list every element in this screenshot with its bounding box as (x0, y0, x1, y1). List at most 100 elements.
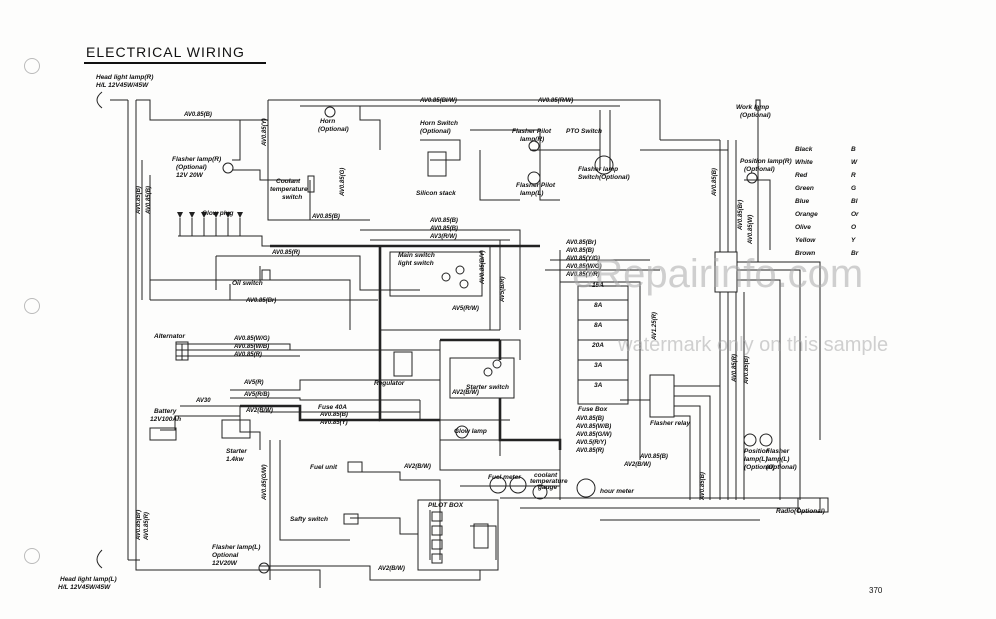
wire-label: AV0.85(G/W) (576, 432, 612, 438)
wire-line (350, 471, 441, 520)
work-lamp-label: Work lamp (736, 104, 770, 111)
hour-meter-label: hour meter (600, 488, 634, 495)
coolant-temperature-switch-label-2: temperature (270, 186, 308, 193)
wire-label: AV0.85(W/G) (234, 336, 270, 342)
wire-label: AV0.85(B) (744, 356, 750, 384)
wire-line (232, 120, 241, 161)
wire-label: AV0.85(R) (272, 250, 300, 256)
position-lamp-r-label: Position lamp(R) (740, 158, 792, 165)
wire-label: AV0.85(G/W) (262, 464, 268, 500)
wire-line (260, 565, 481, 581)
binder-hole (24, 548, 40, 564)
connector-block (714, 251, 738, 293)
flasher-lamp-switch-label: Flasher lamp (578, 166, 619, 173)
wire-line (470, 129, 560, 201)
wire-label: AV0.85(Y) (320, 420, 348, 426)
wire-line (178, 235, 380, 247)
starter-switch-box (449, 357, 515, 399)
fuse-rating: 15A (592, 282, 604, 289)
glow-lamp-label: Glow lamp (454, 428, 487, 435)
wire-line (350, 517, 418, 535)
wire-label: AV0.85(B) (712, 168, 718, 196)
wire-line (737, 261, 821, 500)
wire-line (150, 284, 231, 301)
wire-line (215, 256, 378, 301)
fuel-unit-symbol (347, 461, 363, 473)
coolant-gauge-label-2: temperature (530, 478, 568, 485)
wire-label: AV0.85(Br) (738, 199, 744, 230)
wire-line (719, 292, 745, 500)
pilot-box (417, 499, 499, 571)
flasher-lamp-r-spec: 12V 20W (176, 172, 203, 179)
pilot-lamp-symbol (431, 525, 443, 536)
wire-label: AV5(R/W) (452, 306, 479, 312)
flasher-pilot-lamp-r-label: Flasher Pilot (512, 128, 552, 135)
flasher-lamp-l-label: Flasher lamp(L) (212, 544, 261, 551)
wire-label: AV2(B/W) (452, 390, 479, 396)
flasher-relay-label: Flasher relay (650, 420, 691, 427)
wire-label: AV0.85(B) (430, 226, 458, 232)
legend-color-code: R (851, 172, 856, 179)
fuse-rating: 8A (594, 322, 603, 329)
flasher-pilot-lamp-l-label-2: lamp(L) (520, 190, 544, 197)
fuse-box-label: Fuse Box (578, 406, 608, 413)
wire-label: AV0.85(B) (312, 214, 340, 220)
starter-switch-terminal (492, 359, 502, 369)
wire-line (150, 279, 170, 301)
fuse-rating: 3A (594, 362, 603, 369)
regulator-label: Regulator (374, 380, 405, 387)
wire-line (160, 406, 241, 431)
wire-line (150, 266, 351, 330)
coolant-gauge-label-3: gauge (538, 484, 558, 491)
binder-hole (24, 58, 40, 74)
flasher-lamp-l-symbol (258, 562, 270, 574)
flasher-lamp-small-label-2: lamp(L) (766, 456, 790, 463)
wire-line (279, 440, 350, 541)
wire-line (175, 344, 183, 360)
main-switch-terminal (455, 265, 465, 275)
legend-color-code: W (851, 159, 858, 166)
position-lamp-l-symbol (743, 433, 757, 447)
thick-wire-line (498, 398, 562, 450)
binder-hole (24, 298, 40, 314)
radio-symbol (797, 497, 829, 513)
legend-color-name: White (795, 159, 813, 166)
legend-color-name: Red (795, 172, 808, 179)
page-number: 370 (869, 586, 883, 595)
silicon-stack-symbol (427, 151, 447, 177)
pilot-lamp-symbol (431, 511, 443, 522)
regulator-symbol (393, 351, 413, 377)
wire-line (110, 99, 268, 121)
fuse-rating: 20A (592, 342, 604, 349)
legend-color-name: Olive (795, 224, 811, 231)
wire-label: AV0.85(W/B) (234, 344, 270, 350)
wire-line (267, 100, 370, 221)
wire-label: AV30 (196, 398, 211, 404)
wire-label: AV0.5(R/Y) (576, 440, 607, 446)
flasher-lamp-small-optional: (Optional) (766, 464, 797, 471)
main-switch-terminal (441, 272, 451, 282)
radio-label: Radio(Optional) (776, 508, 825, 515)
flasher-lamp-small-label: Flasher (766, 448, 790, 455)
position-lamp-l-optional: (Optional) (744, 464, 775, 471)
wire-line (176, 343, 440, 351)
glow-lamp-symbol (455, 425, 469, 439)
wire-label: AV0.85(B) (184, 112, 212, 118)
wire-label: AV5(B/R) (500, 276, 506, 302)
wire-line (179, 218, 241, 236)
pilot-relay-symbol (473, 523, 489, 549)
legend-color-code: Or (851, 211, 859, 218)
legend-color-name: Yellow (795, 237, 816, 244)
watermark-logo: eRepairinfo.com (572, 252, 864, 296)
wire-line (439, 340, 520, 471)
flasher-pilot-lamp-symbol (527, 171, 541, 185)
battery-spec: 12V100Ah (150, 416, 182, 423)
wire-label: AV0.85(R) (732, 354, 738, 382)
fuel-unit-label: Fuel unit (310, 464, 338, 471)
wire-line (719, 140, 737, 252)
wire-label: AV0.85(W/B) (576, 424, 612, 430)
